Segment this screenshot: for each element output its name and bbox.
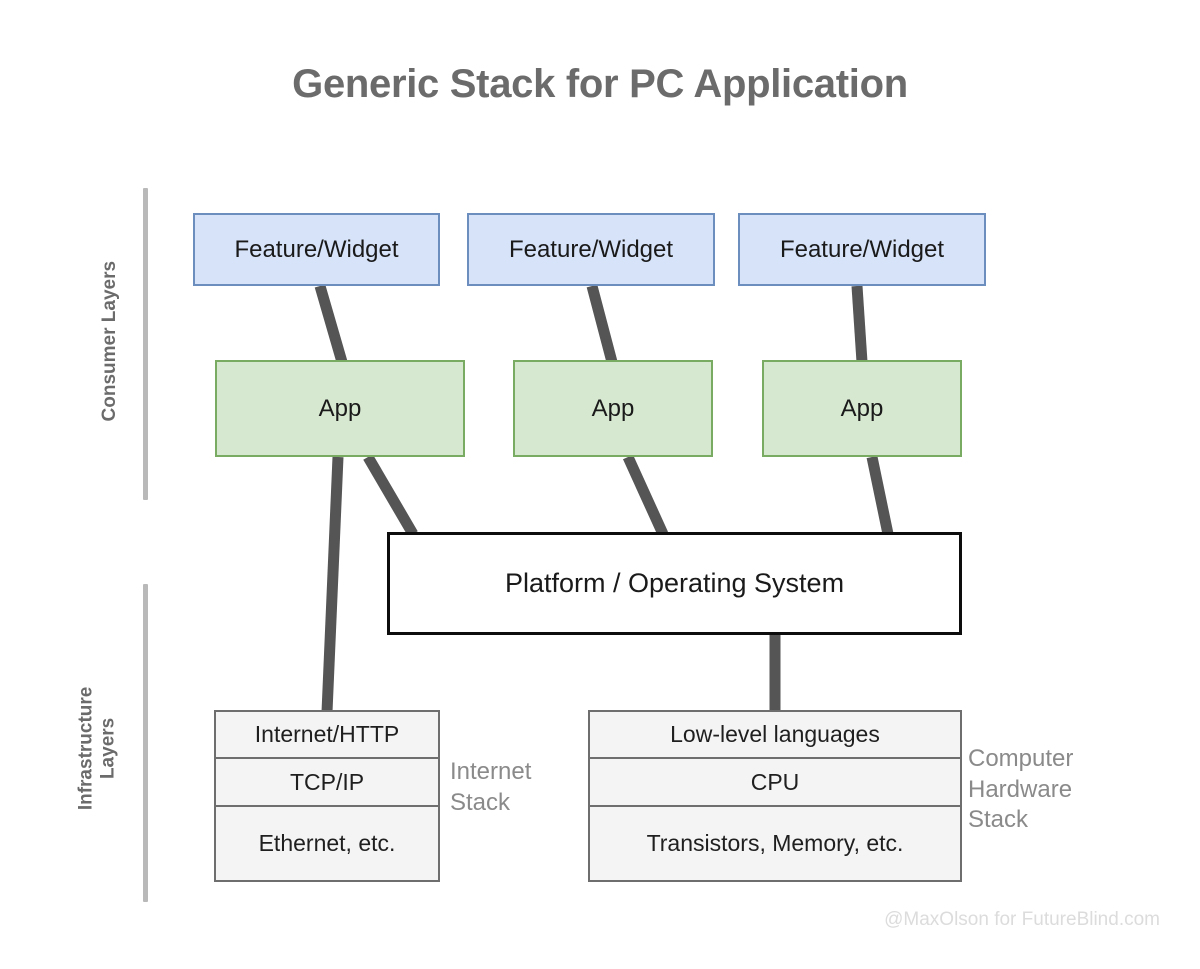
internet-stack: Internet/HTTP TCP/IP Ethernet, etc. [214, 710, 440, 882]
feature-widget-label-1: Feature/Widget [234, 235, 399, 263]
app-box-1[interactable]: App [215, 360, 465, 457]
computer-hardware-stack: Low-level languages CPU Transistors, Mem… [588, 710, 962, 882]
feature-widget-label-3: Feature/Widget [779, 235, 945, 263]
internet-stack-row-label-2: TCP/IP [289, 768, 365, 795]
connector-feature3-app3 [851, 285, 868, 363]
internet-stack-caption: Internet Stack [450, 758, 532, 816]
consumer-layers-label: Consumer Layers [98, 260, 120, 422]
internet-stack-row-label-1: Internet/HTTP [254, 721, 400, 747]
watermark: @MaxOlson for FutureBlind.com [884, 909, 1160, 930]
hardware-stack-row-label-3: Transistors, Memory, etc. [646, 830, 904, 856]
app-box-2[interactable]: App [513, 360, 713, 457]
app-box-3[interactable]: App [762, 360, 962, 457]
consumer-layers-bar [143, 188, 148, 500]
app-label-1: App [318, 394, 362, 422]
platform-operating-system-box[interactable]: Platform / Operating System [387, 532, 962, 635]
hardware-stack-row-3[interactable]: Transistors, Memory, etc. [588, 807, 962, 882]
platform-operating-system-label: Platform / Operating System [504, 568, 845, 598]
feature-widget-box-1[interactable]: Feature/Widget [193, 213, 440, 286]
feature-widget-box-2[interactable]: Feature/Widget [467, 213, 715, 286]
feature-widget-label-2: Feature/Widget [508, 235, 674, 263]
connector-app1-internet-stack [321, 456, 344, 713]
connector-app3-platform [866, 455, 894, 536]
infrastructure-layers-bar [143, 584, 148, 902]
hardware-stack-row-1[interactable]: Low-level languages [588, 710, 962, 759]
app-label-3: App [840, 394, 884, 422]
internet-stack-row-2[interactable]: TCP/IP [214, 759, 440, 807]
internet-stack-row-3[interactable]: Ethernet, etc. [214, 807, 440, 882]
internet-stack-row-label-3: Ethernet, etc. [258, 830, 396, 856]
connector-feature2-app2 [586, 284, 618, 364]
hardware-stack-row-label-2: CPU [750, 768, 800, 795]
connector-app2-platform [622, 454, 669, 537]
infrastructure-layers-label: Infrastructure Layers [75, 686, 119, 811]
connector-feature1-app1 [314, 284, 348, 364]
computer-hardware-stack-caption: Computer Hardware Stack [968, 745, 1074, 834]
app-label-2: App [591, 394, 635, 422]
hardware-stack-row-2[interactable]: CPU [588, 759, 962, 807]
connector-app1-platform [363, 454, 418, 537]
hardware-stack-row-label-1: Low-level languages [670, 721, 880, 747]
page-title: Generic Stack for PC Application [292, 62, 908, 106]
internet-stack-row-1[interactable]: Internet/HTTP [214, 710, 440, 759]
feature-widget-box-3[interactable]: Feature/Widget [738, 213, 986, 286]
